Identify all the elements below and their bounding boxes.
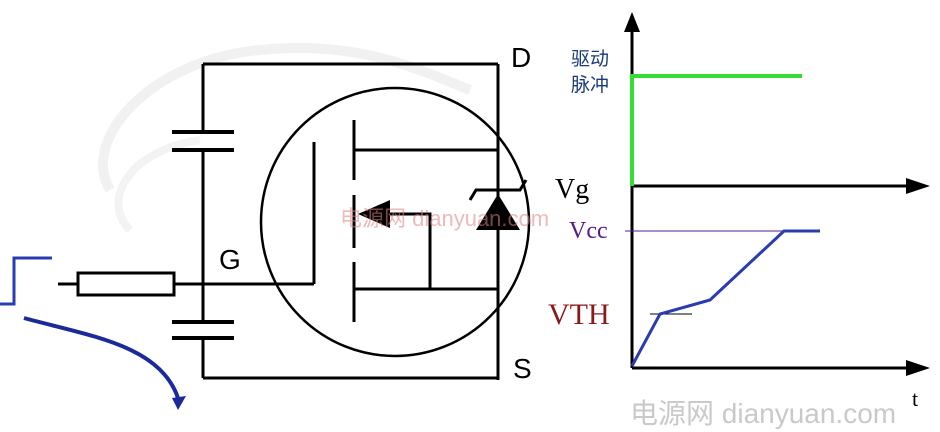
gate-label: G	[219, 244, 241, 275]
y-axis-arrowhead	[624, 12, 640, 32]
drain-label: D	[511, 42, 532, 73]
body-diode-zener-bar	[468, 179, 528, 201]
body-diode	[476, 194, 520, 230]
vg-label: Vg	[555, 174, 590, 205]
time-axis-label: t	[912, 386, 919, 411]
body-connection	[390, 212, 432, 289]
vth-label: VTH	[548, 298, 610, 331]
gate-current-arrowhead	[172, 396, 186, 410]
vcc-label: Vcc	[569, 218, 608, 244]
input-step-pulse	[0, 256, 52, 306]
gate-current-arrow	[23, 316, 180, 399]
time-axis-arrowhead	[906, 360, 930, 376]
vg-curve	[630, 229, 820, 367]
source-label: S	[513, 353, 532, 384]
drive-pulse-trace	[630, 74, 802, 186]
bottom-right-watermark: 电源网 dianyuan.com	[630, 398, 897, 429]
drive-pulse-label-line2: 脉冲	[571, 75, 610, 96]
mosfet-body-circle	[259, 86, 531, 358]
drive-pulse-label-line1: 驱动	[571, 49, 610, 70]
center-watermark: 电源网 dianyuan.com	[340, 206, 550, 231]
body-arrow	[358, 200, 390, 228]
drive-axis-arrowhead	[906, 178, 930, 194]
